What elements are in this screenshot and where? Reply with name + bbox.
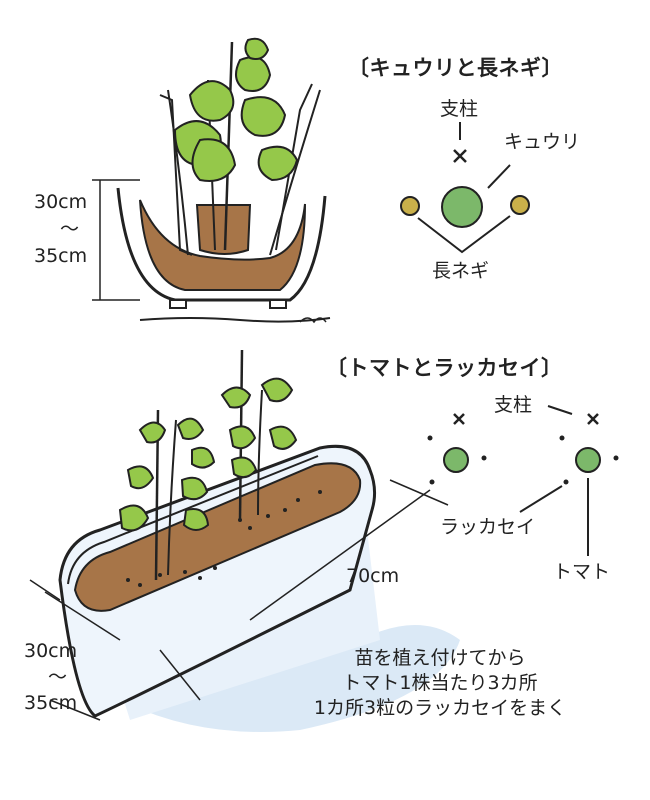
- cucumber-leaves: [173, 37, 299, 182]
- bottom-title: 〔トマトとラッカセイ〕: [326, 356, 563, 380]
- stake-label-top: 支柱: [440, 98, 479, 120]
- planting-note-line-3: 1カ所3粒のラッカセイをまく: [313, 697, 567, 719]
- stake-label-bottom: 支柱: [494, 394, 533, 416]
- planter-length-label: 70cm: [346, 565, 400, 587]
- top-height-lower: 35cm: [34, 245, 88, 267]
- planter-soil: [73, 462, 362, 612]
- cucumber-dot: [441, 186, 483, 228]
- tomato-leaves: [118, 377, 298, 532]
- top-height-tilde: ～: [60, 218, 80, 240]
- leek-right: [269, 89, 321, 256]
- leek-label: 長ネギ: [432, 260, 490, 282]
- top-pot-illustration: [92, 37, 331, 324]
- stake-mark-right: [587, 413, 599, 425]
- tomato-dot-right: [575, 447, 601, 473]
- top-height-upper: 30cm: [34, 191, 88, 213]
- top-title: 〔キュウリと長ネギ〕: [348, 56, 563, 80]
- leek-dot-right: [510, 195, 530, 215]
- stake-mark-top: [453, 149, 467, 163]
- planter-height-tilde: ～: [48, 666, 68, 688]
- planting-note-line-2: トマト1株当たり3カ所: [342, 672, 538, 694]
- tomato-dot-left: [443, 447, 469, 473]
- bottom-layout-diagram: [427, 405, 619, 556]
- peanut-label: ラッカセイ: [440, 516, 536, 538]
- planter-height-upper: 30cm: [24, 640, 78, 662]
- leek-dot-left: [400, 196, 420, 216]
- planting-note: 苗を植え付けてから トマト1株当たり3カ所 1カ所3粒のラッカセイをまく: [270, 646, 610, 721]
- planting-note-line-1: 苗を植え付けてから: [354, 647, 526, 669]
- planter-shadow: [120, 625, 460, 732]
- peanut-dots: [427, 435, 619, 485]
- tomato-label: トマト: [553, 561, 611, 583]
- cucumber-rootball: [195, 204, 252, 255]
- top-layout-diagram: [400, 122, 530, 254]
- planter-height-lower: 35cm: [24, 692, 78, 714]
- bottom-planter-illustration: [29, 349, 460, 732]
- cucumber-label: キュウリ: [504, 131, 581, 153]
- stake-mark-left: [453, 413, 465, 425]
